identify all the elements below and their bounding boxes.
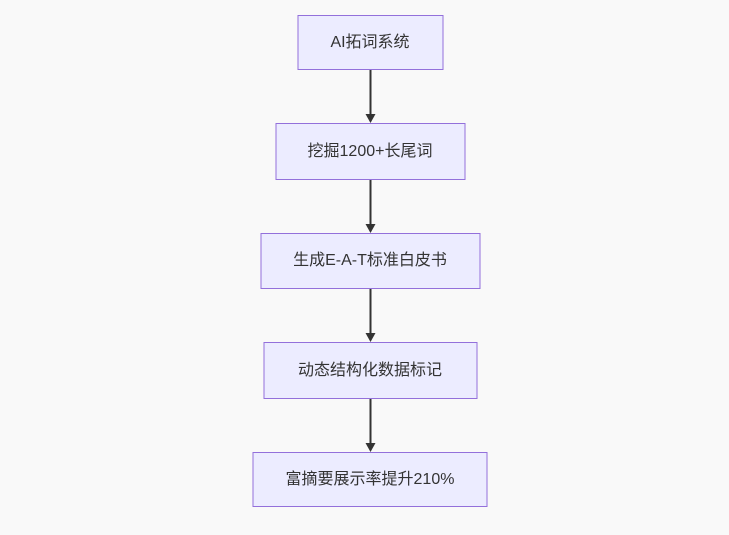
arrow-down-icon (365, 224, 375, 233)
flow-node-label: 动态结构化数据标记 (297, 361, 442, 379)
flow-connector-1-2 (365, 70, 375, 123)
flow-node-longtail-mining: 挖掘1200+长尾词 (275, 123, 465, 180)
flowchart-column: AI拓词系统 挖掘1200+长尾词 生成E-A-T标准白皮书 动态结构化数据标记 (252, 15, 488, 507)
flow-node-label: 挖掘1200+长尾词 (307, 142, 433, 160)
flow-node-ai-word-system: AI拓词系统 (297, 15, 443, 70)
arrow-line (369, 70, 371, 115)
flow-node-label: 生成E-A-T标准白皮书 (293, 252, 447, 269)
arrow-down-icon (365, 114, 375, 123)
flow-connector-4-5 (365, 399, 375, 452)
flow-node-structured-data: 动态结构化数据标记 (263, 342, 477, 399)
flow-connector-3-4 (365, 289, 375, 342)
flow-connector-2-3 (365, 180, 375, 233)
arrow-line (369, 180, 371, 225)
arrow-down-icon (365, 333, 375, 342)
arrow-line (369, 289, 371, 334)
flow-node-eat-whitepaper: 生成E-A-T标准白皮书 (260, 233, 480, 289)
flow-node-rich-snippet-result: 富摘要展示率提升210% (252, 452, 488, 507)
arrow-down-icon (365, 443, 375, 452)
flow-node-label: 富摘要展示率提升210% (285, 470, 455, 488)
arrow-line (369, 399, 371, 444)
flow-node-label: AI拓词系统 (330, 33, 410, 51)
